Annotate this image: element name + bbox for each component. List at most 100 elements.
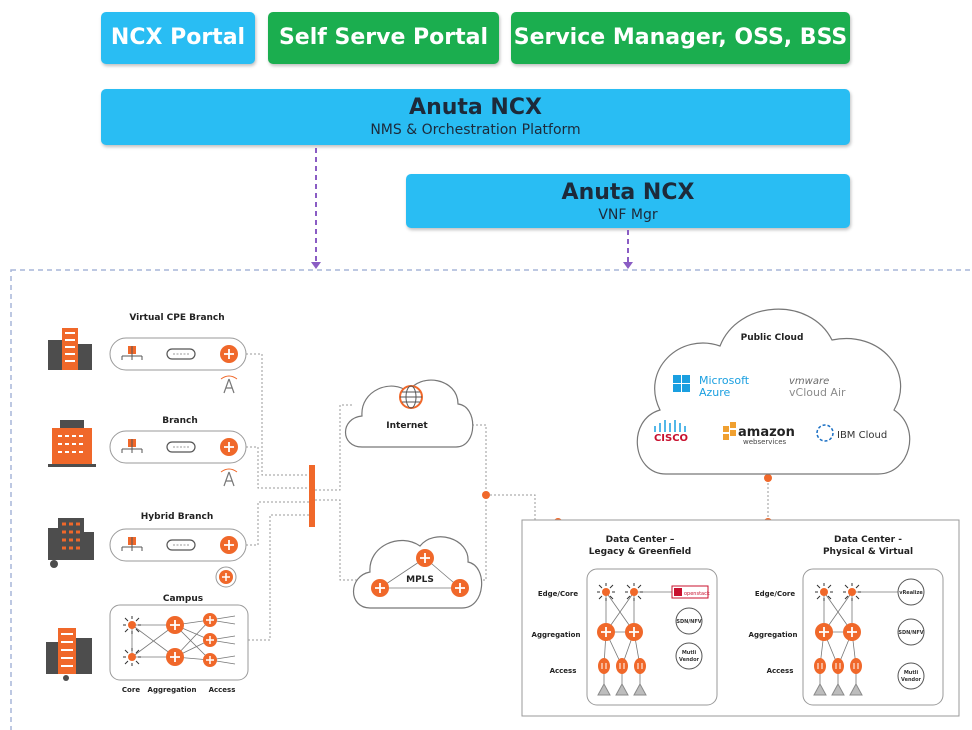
access-switch-icon xyxy=(202,612,218,628)
amazon-text: amazon xyxy=(738,425,795,440)
wireless-tower-icon xyxy=(220,375,238,394)
router-icon xyxy=(219,535,239,555)
physical-dc-subtitle: Physical & Virtual xyxy=(823,547,913,557)
sdn-nfv-text: SDN/NFV xyxy=(898,630,923,636)
vnf-manager-subtitle: VNF Mgr xyxy=(598,207,658,223)
campus-core-label: Core xyxy=(122,686,140,694)
globe-icon xyxy=(399,385,423,409)
vrealize-circle xyxy=(897,578,925,606)
orchestrator-to-network-arrow xyxy=(311,148,321,269)
edge-core-icon xyxy=(596,582,616,602)
campus-site xyxy=(109,604,249,681)
legacy-dc-title: Data Center – xyxy=(606,535,675,545)
campus-access-label: Access xyxy=(209,686,236,694)
access-switch-icon xyxy=(813,657,827,675)
edge-core-icon xyxy=(814,582,834,602)
cisco-text: CISCO xyxy=(654,433,688,444)
edge-core-label: Edge/Core xyxy=(538,590,579,598)
virtual-cpe-branch xyxy=(109,337,247,394)
mpls-router-icon xyxy=(450,578,470,598)
orchestrator-subtitle: NMS & Orchestration Platform xyxy=(370,122,581,138)
sdn-nfv-text: SDN/NFV xyxy=(676,619,701,625)
multi-vendor-text: Mutli xyxy=(904,670,919,676)
legacy-data-center: Data Center – Legacy & Greenfield Edge/C… xyxy=(532,535,718,706)
multi-vendor-text-2: Vendor xyxy=(679,657,700,663)
public-cloud: Public Cloud Microsoft Azure vmware vClo… xyxy=(636,308,911,475)
branch-building-icon xyxy=(48,420,96,467)
vrealize-text: vRealize xyxy=(899,590,923,596)
access-switch-icon xyxy=(831,657,845,675)
internet-label: Internet xyxy=(386,421,428,431)
legacy-dc-subtitle: Legacy & Greenfield xyxy=(589,547,691,557)
virtual-cpe-label: Virtual CPE Branch xyxy=(129,313,224,323)
vmware-text: vmware xyxy=(789,376,829,387)
microsoft-logo-icon xyxy=(673,375,690,392)
campus-label: Campus xyxy=(163,594,203,604)
internet-cloud: Internet xyxy=(345,379,474,448)
ibm-cloud-text: IBM Cloud xyxy=(837,430,887,441)
vnf-to-network-arrow xyxy=(623,230,633,269)
edge-core-icon xyxy=(624,582,644,602)
aggregation-router-icon xyxy=(165,647,185,667)
access-switch-icon xyxy=(202,632,218,648)
cisco-bars-icon xyxy=(654,420,686,432)
microsoft-text: Microsoft xyxy=(699,374,750,387)
site-links xyxy=(246,353,312,641)
openstack-text: openstack xyxy=(684,591,710,597)
access-switch-icon xyxy=(849,657,863,675)
virtual-cpe-building-icon xyxy=(48,328,92,370)
mpls-router-icon xyxy=(415,548,435,568)
branch-site xyxy=(109,430,247,487)
aggregation-router-icon xyxy=(814,622,834,642)
self-serve-portal-button[interactable]: Self Serve Portal xyxy=(268,12,499,64)
mpls-cloud: MPLS xyxy=(353,536,483,609)
aggregation-router-icon xyxy=(624,622,644,642)
junction-dot xyxy=(764,474,772,482)
router-icon xyxy=(219,344,239,364)
aggregation-bar xyxy=(309,465,315,527)
azure-text: Azure xyxy=(699,386,731,399)
campus-building-icon xyxy=(46,628,92,681)
hybrid-branch-building-icon xyxy=(48,518,94,568)
access-switch-icon xyxy=(633,657,647,675)
firewall-icon xyxy=(166,441,196,453)
ncx-portal-button[interactable]: NCX Portal xyxy=(101,12,255,64)
multi-vendor-text-2: Vendor xyxy=(901,677,922,683)
branch-label: Branch xyxy=(162,416,198,426)
aws-cubes-icon xyxy=(723,422,736,440)
firewall-icon xyxy=(166,539,196,551)
access-switch-icon xyxy=(202,652,218,668)
public-cloud-label: Public Cloud xyxy=(741,333,804,343)
mpls-router-icon xyxy=(370,578,390,598)
aggregation-router-icon xyxy=(596,622,616,642)
multi-vendor-text: Mutli xyxy=(682,650,697,656)
access-switch-icon xyxy=(597,657,611,675)
hybrid-branch-label: Hybrid Branch xyxy=(141,512,213,522)
core-icon xyxy=(122,615,142,635)
core-icon xyxy=(122,647,142,667)
junction-dot xyxy=(482,491,490,499)
orchestrator-title: Anuta NCX xyxy=(409,95,542,120)
aggregation-router-icon xyxy=(842,622,862,642)
router-icon xyxy=(219,437,239,457)
campus-aggregation-label: Aggregation xyxy=(148,686,197,694)
access-switch-icon xyxy=(615,657,629,675)
vcloud-air-text: vCloud Air xyxy=(789,386,846,399)
aggregation-label: Aggregation xyxy=(532,631,581,639)
orchestration-platform-box: Anuta NCX NMS & Orchestration Platform xyxy=(101,89,850,145)
multi-vendor-circle xyxy=(675,642,703,670)
mpls-label: MPLS xyxy=(406,575,434,585)
sdn-nfv-circle xyxy=(897,618,925,646)
network-region-border xyxy=(10,269,972,730)
physical-dc-title: Data Center - xyxy=(834,535,902,545)
vnf-manager-title: Anuta NCX xyxy=(561,180,695,205)
aggregation-label: Aggregation xyxy=(749,631,798,639)
aws-text: webservices xyxy=(743,438,787,446)
physical-virtual-data-center: Data Center - Physical & Virtual Edge/Co… xyxy=(749,535,944,706)
multi-vendor-circle xyxy=(897,662,925,690)
aggregation-router-icon xyxy=(165,615,185,635)
service-manager-button[interactable]: Service Manager, OSS, BSS xyxy=(511,12,850,64)
wireless-tower-icon xyxy=(220,468,238,487)
edge-core-label: Edge/Core xyxy=(755,590,796,598)
